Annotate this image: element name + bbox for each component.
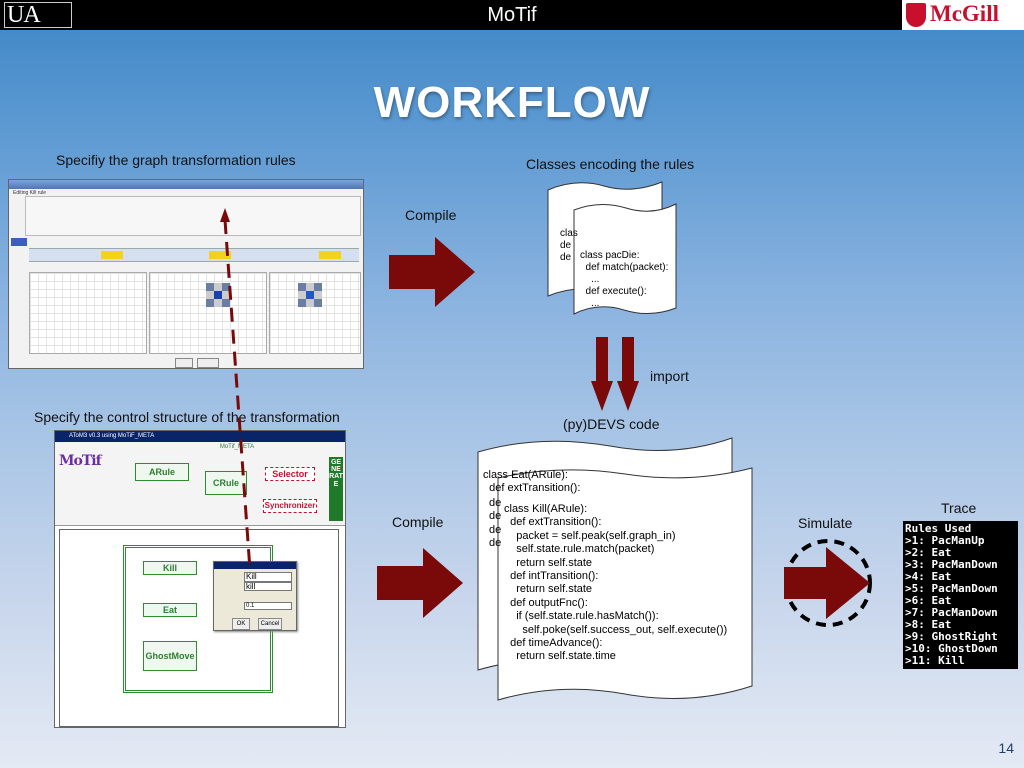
rule-ok-button[interactable] [175,358,193,368]
dialog-cancel-button[interactable]: Cancel [258,618,282,630]
rhs-pane[interactable] [149,272,267,354]
palette-crule[interactable]: CRule [205,471,247,495]
generate-button[interactable]: GENERATE [329,457,343,521]
dialog-weight-field[interactable]: 0.1 [244,602,292,610]
rule-editor-screenshot: Editing Kill rule kill [8,179,364,369]
palette-synchronizer[interactable]: Synchronizer [263,499,317,513]
page-number: 14 [998,740,1014,756]
top-bar: UA MoTif McGill [0,0,1024,30]
devs-front-code: class Kill(ARule): def extTransition(): … [504,503,728,663]
import-label: import [650,368,689,384]
properties-dialog: Kill kill 0.1 OK Cancel [213,561,297,631]
rule-editor-title: Editing Kill rule [13,190,47,196]
compile-label-1: Compile [405,207,457,223]
palette-selector[interactable]: Selector [265,467,315,481]
ua-logo: UA [4,2,72,28]
compile-label-2: Compile [392,514,444,530]
ghost-icon [306,291,314,299]
specify-rules-label: Specifiy the graph transformation rules [56,152,296,168]
control-editor-titlebar: AToM3 v0.3 using MoTiF_META [55,431,345,442]
import-arrows [591,337,639,411]
pattern-logo-left [11,238,27,246]
simulate-label: Simulate [798,515,853,531]
palette-arule[interactable]: ARule [135,463,189,481]
rule-cancel-button[interactable] [197,358,219,368]
pattern-chip-3[interactable] [319,251,341,259]
dialog-ok-button[interactable]: OK [232,618,250,630]
compile-arrow-1 [389,237,475,307]
rule-class-docs-shapes [547,181,677,315]
link-dashed-line [223,219,252,571]
block-kill[interactable]: Kill [143,561,197,575]
trace-label: Trace [941,500,977,516]
rule-class-front-code: class pacDie: def match(packet): ... def… [580,250,669,309]
shield-icon [906,3,926,27]
block-eat[interactable]: Eat [143,603,197,617]
dialog-id-field[interactable]: kill [244,582,292,591]
dialog-name-field[interactable]: Kill [244,572,292,582]
devs-docs-shapes [477,437,753,701]
mcgill-logo: McGill [902,0,1024,30]
pacman-icon [214,291,222,299]
pattern-chip-1[interactable] [101,251,123,259]
nac-pane[interactable] [269,272,361,354]
presentation-title: MoTif [487,4,537,26]
specify-control-label: Specify the control structure of the tra… [34,409,340,425]
devs-back-code: class Eat(ARule): def extTransition(): [483,469,581,495]
lhs-pane[interactable] [29,272,147,354]
pattern-chip-2[interactable] [209,251,231,259]
classes-encoding-label: Classes encoding the rules [526,156,695,172]
compile-arrow-2 [377,548,463,618]
simulate-arrow [784,539,872,627]
pydevs-code-label: (py)DEVS code [563,416,660,432]
slide-title: WORKFLOW [373,78,651,127]
rule-editor-titlebar [9,180,363,189]
block-ghostmove[interactable]: GhostMove [143,641,197,671]
link-arrowhead-icon [220,208,230,222]
rule-properties-panel [25,196,361,236]
trace-console: Rules Used>1: PacManUp>2: Eat>3: PacManD… [903,521,1018,669]
motif-logo: MoTif [59,453,102,469]
toolbar-title: MoTif_META [219,444,255,450]
control-editor-screenshot: AToM3 v0.3 using MoTiF_META MoTif_META M… [54,430,346,728]
